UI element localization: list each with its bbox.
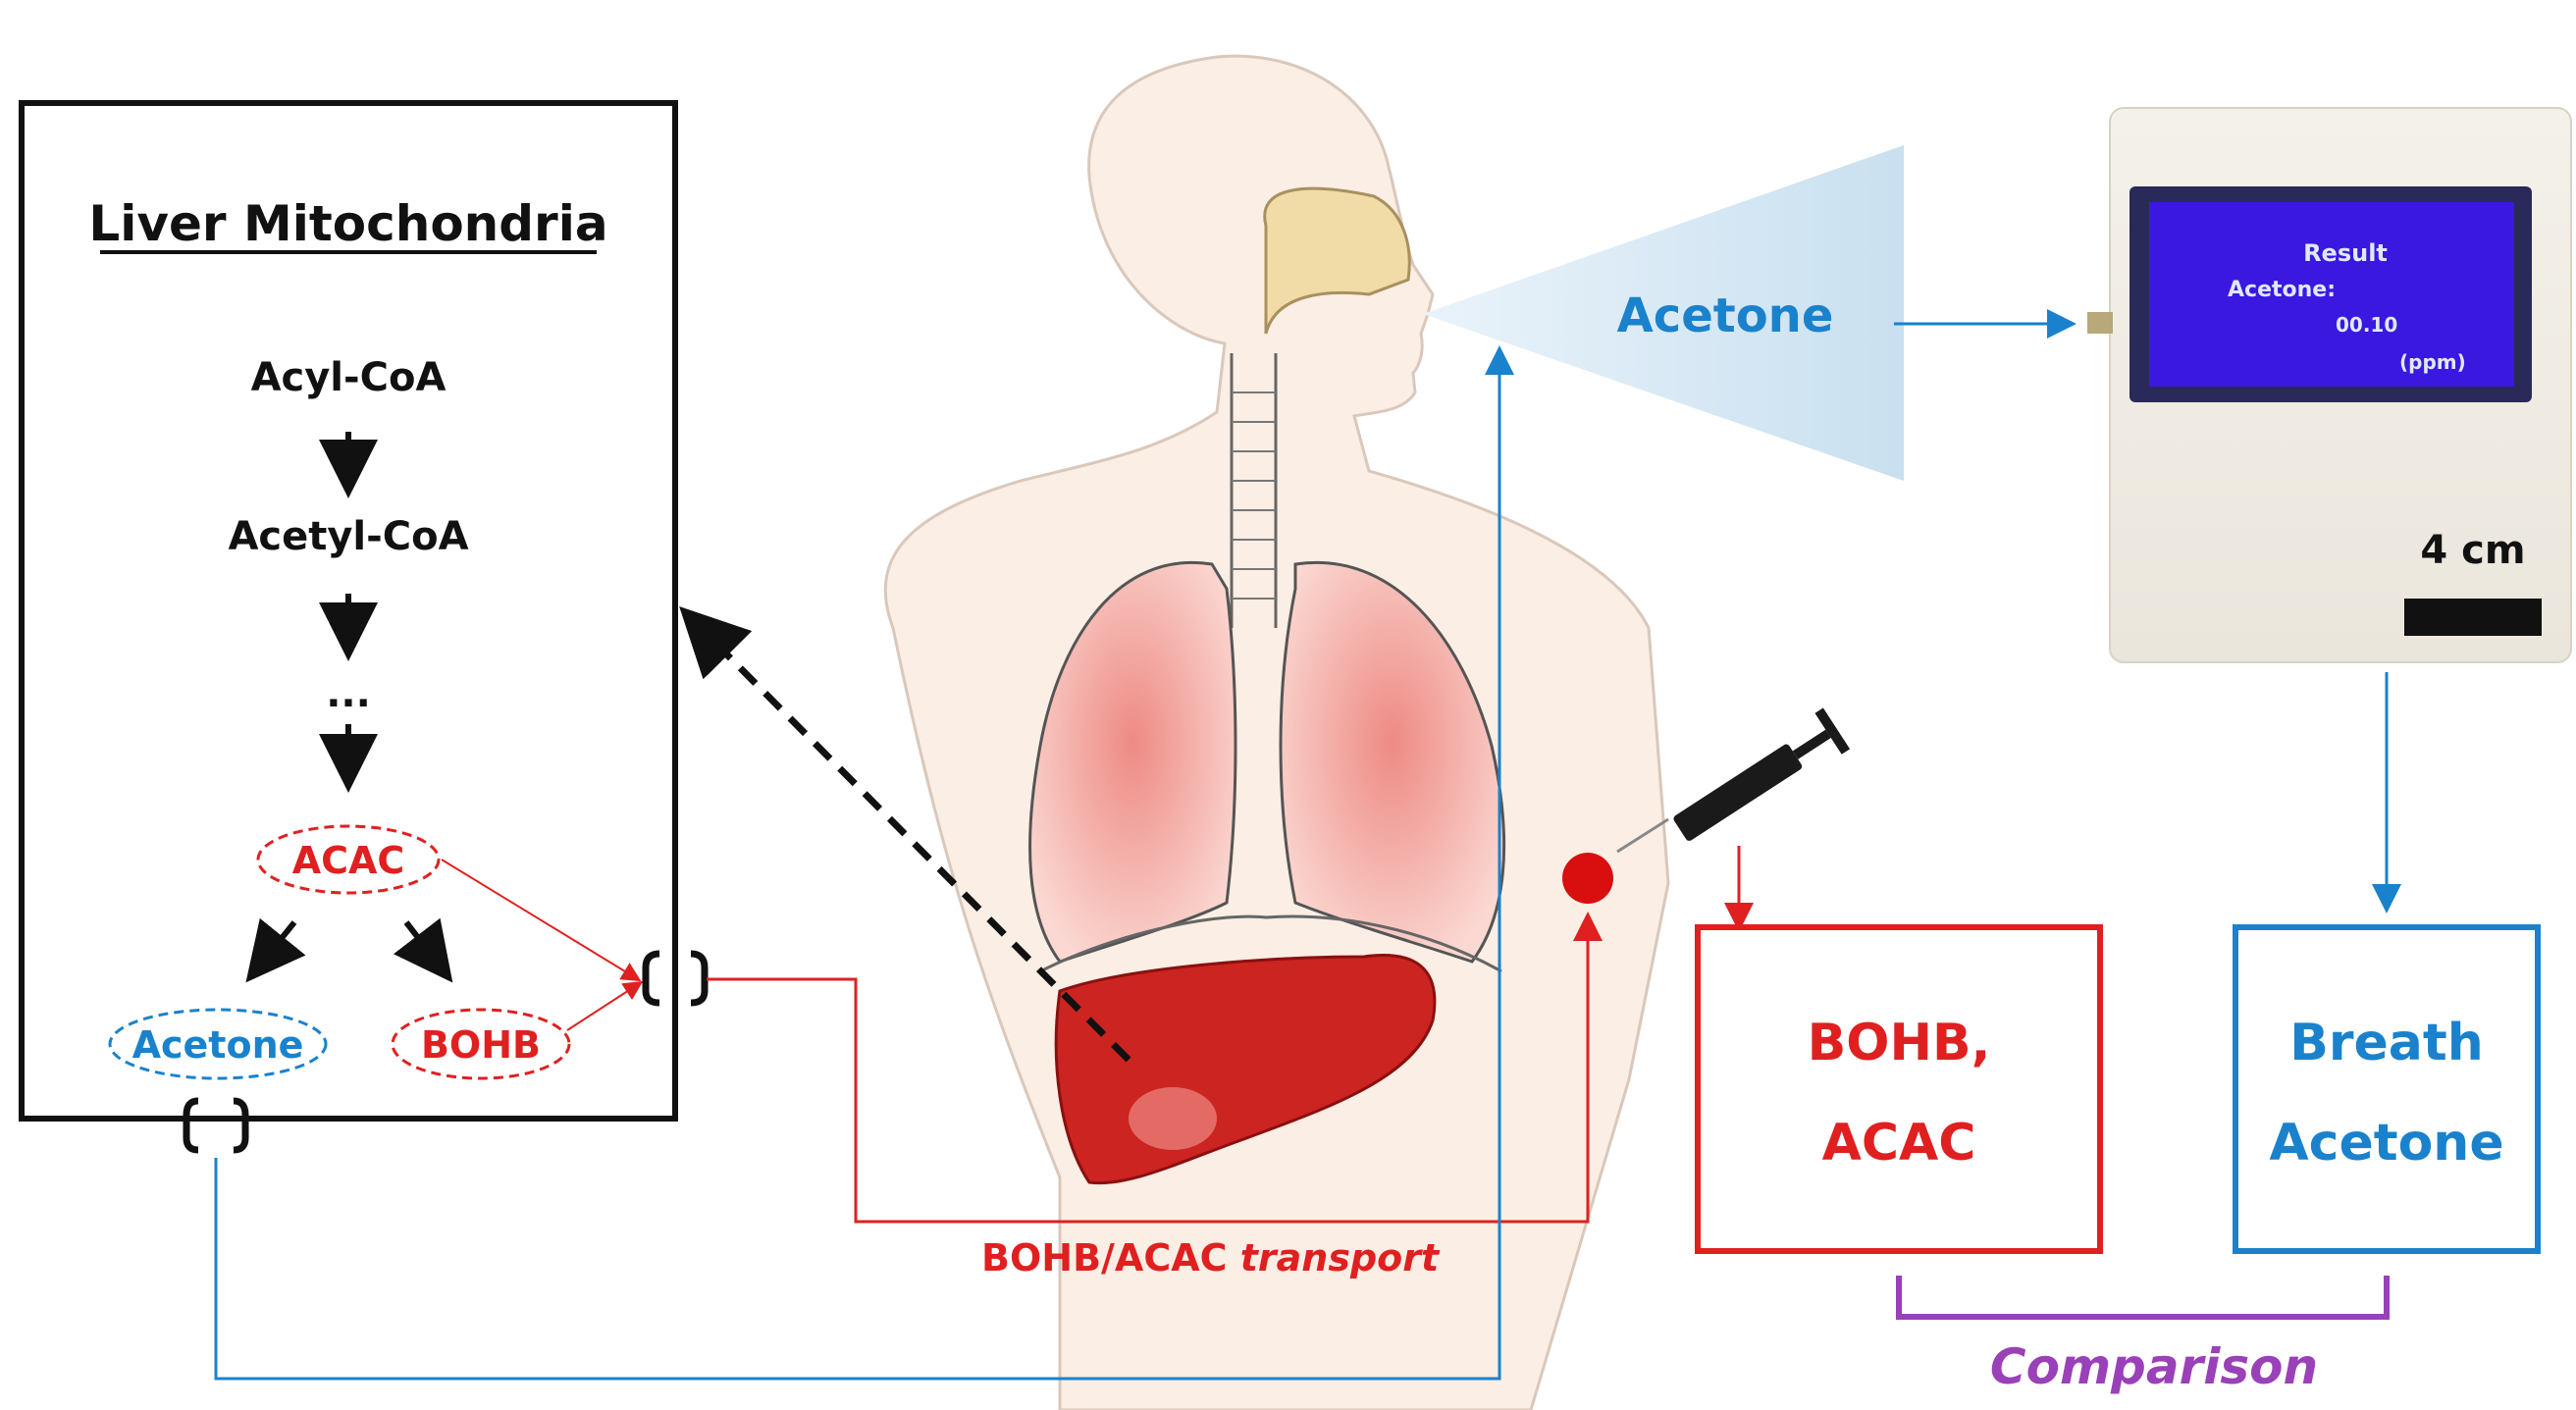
trachea-rings <box>1232 392 1276 600</box>
transport-text: BOHB/ACAC <box>981 1236 1228 1279</box>
trachea <box>1230 353 1278 628</box>
device-inlet <box>2087 312 2113 334</box>
breath-box-line1: Breath <box>2289 1014 2484 1072</box>
acac-ellipse <box>256 824 441 895</box>
blood-ketone-box: BOHB, ACAC <box>1695 924 2103 1254</box>
bohb-ellipse <box>391 1008 571 1080</box>
breath-box-frame <box>2233 924 2541 1254</box>
scale-bar <box>2404 599 2542 636</box>
acetone-ellipse <box>108 1008 328 1080</box>
ketone-transporter <box>642 950 709 1007</box>
comparison-bracket <box>1896 1276 2390 1320</box>
panel-title: Liver Mitochondria <box>88 195 607 252</box>
arrow-acac-to-bohb <box>393 917 453 983</box>
blood-box-frame <box>1695 924 2103 1254</box>
screen-title: Result <box>2303 239 2388 267</box>
diaphragm <box>1039 914 1502 973</box>
acetone-transporter <box>183 1097 249 1154</box>
human-body-illustration <box>883 54 1670 1410</box>
screen-label: Acetone: <box>2228 278 2336 302</box>
liver-mitochondria-panel: Liver Mitochondria Acyl-CoA Acetyl-CoA .… <box>19 100 709 1154</box>
nasal-cavity <box>1263 186 1411 335</box>
bohb-product-label: BOHB <box>421 1023 541 1067</box>
breath-analyzer-device: Result Acetone: 00.10 (ppm) 4 cm <box>2087 107 2572 663</box>
breath-acetone-box: Breath Acetone <box>2233 924 2541 1254</box>
right-lung <box>1279 560 1506 964</box>
screen-value: 00.10 <box>2336 313 2397 337</box>
screen-unit: (ppm) <box>2399 350 2466 374</box>
step-acetyl-coa: Acetyl-CoA <box>228 514 468 559</box>
breath-box-line2: Acetone <box>2269 1114 2503 1173</box>
breath-cone: Acetone <box>1423 145 1904 481</box>
scale-label: 4 cm <box>2420 528 2525 573</box>
acetone-transport-path <box>214 345 1514 1381</box>
transport-label: BOHB/ACAC transport <box>981 1236 1441 1279</box>
blood-box-line1: BOHB, <box>1808 1014 1991 1072</box>
arrow-acac-to-acetone <box>245 917 306 983</box>
blood-box-line2: ACAC <box>1822 1114 1976 1173</box>
breath-acetone-label: Acetone <box>1617 288 1834 343</box>
step-acyl-coa: Acyl-CoA <box>251 355 447 400</box>
acetone-product-label: Acetone <box>132 1023 304 1067</box>
ketone-transport-path <box>707 912 1603 1224</box>
acac-label: ACAC <box>292 839 405 882</box>
gallbladder <box>1129 1087 1217 1150</box>
arrow-bohb-to-transporter <box>566 980 644 1031</box>
blood-drop <box>1562 853 1613 904</box>
transport-text-italic: transport <box>1240 1236 1441 1279</box>
breath-cone-shape <box>1423 145 1904 481</box>
step-ellipsis: ... <box>326 671 371 716</box>
arrow-acac-to-transporter <box>441 859 642 982</box>
device-screen <box>2149 202 2514 387</box>
syringe-icon <box>1616 707 1851 854</box>
comparison-label: Comparison <box>1990 1338 2318 1395</box>
